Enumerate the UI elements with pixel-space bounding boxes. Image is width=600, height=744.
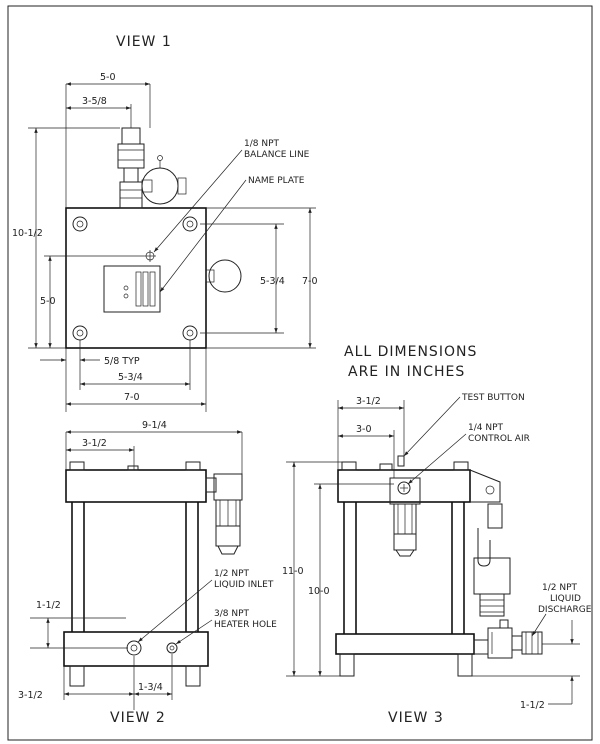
note-control-air-1: 1/4 NPT — [468, 423, 504, 433]
dim-v2-1-3-4: 1-3/4 — [138, 682, 163, 693]
note-liquid-discharge-2: LIQUID — [550, 594, 581, 604]
dim-v2-9-1-4: 9-1/4 — [142, 420, 167, 431]
v1-name-plate — [103, 265, 161, 313]
drawing-border — [7, 5, 593, 741]
dim-v1-5-0-top: 5-0 — [100, 72, 116, 83]
view-3: VIEW 3 — [282, 393, 592, 726]
dim-v1-5-8-typ: 5/8 TYP — [104, 356, 140, 367]
dim-v1-5-3-4-bottom: 5-3/4 — [118, 372, 143, 383]
note-all-dimensions-1: ALL DIMENSIONS — [344, 344, 477, 360]
dim-v3-3-1-2: 3-1/2 — [356, 396, 381, 407]
view-2-title: VIEW 2 — [110, 710, 166, 726]
v1-side-gauge — [205, 259, 242, 293]
note-name-plate: NAME PLATE — [248, 176, 305, 186]
dim-v1-10-1-2: 10-1/2 — [12, 228, 43, 239]
dim-v1-7-0-bottom: 7-0 — [124, 392, 140, 403]
dim-v1-5-3-4-right: 5-3/4 — [260, 276, 285, 287]
v3-side-cylinder — [473, 503, 511, 617]
note-liquid-discharge-3: DISCHARGE — [538, 605, 592, 615]
note-test-button: TEST BUTTON — [461, 393, 525, 403]
note-liquid-inlet-1: 1/2 NPT — [214, 569, 250, 579]
v1-valve-assembly — [117, 127, 187, 209]
dim-v1-5-0-left: 5-0 — [40, 296, 56, 307]
note-balance-line-2: BALANCE LINE — [244, 150, 310, 160]
dim-v2-3-1-2-bottom: 3-1/2 — [18, 690, 43, 701]
note-heater-hole-1: 3/8 NPT — [214, 609, 250, 619]
view-1-title: VIEW 1 — [116, 34, 172, 50]
dim-v2-1-1-2: 1-1/2 — [36, 600, 61, 611]
view-3-title: VIEW 3 — [388, 710, 444, 726]
note-heater-hole-2: HEATER HOLE — [214, 620, 277, 630]
note-liquid-discharge-1: 1/2 NPT — [542, 583, 578, 593]
view-1: VIEW 1 — [12, 34, 477, 412]
note-all-dimensions-2: ARE IN INCHES — [348, 364, 465, 380]
dim-v2-3-1-2-top: 3-1/2 — [82, 438, 107, 449]
dim-v3-10-0: 10-0 — [308, 586, 330, 597]
dim-v3-11-0: 11-0 — [282, 566, 304, 577]
dim-v1-3-5-8: 3-5/8 — [82, 96, 107, 107]
v1-bolt-holes — [72, 216, 198, 341]
dim-v3-1-1-2: 1-1/2 — [520, 700, 545, 711]
note-liquid-inlet-2: LIQUID INLET — [214, 580, 274, 590]
view-2: VIEW 2 9-1/4 3-1/2 — [18, 420, 277, 726]
note-balance-line-1: 1/8 NPT — [244, 139, 280, 149]
dim-v1-7-0-right: 7-0 — [302, 276, 318, 287]
note-control-air-2: CONTROL AIR — [468, 434, 530, 444]
v3-discharge-valve — [473, 619, 543, 659]
dim-v3-3-0: 3-0 — [356, 424, 372, 435]
